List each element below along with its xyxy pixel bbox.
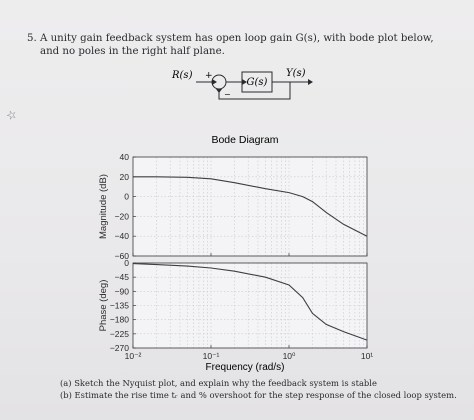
- problem-text: A unity gain feedback system has open lo…: [40, 33, 434, 57]
- problem-number: 5.: [27, 33, 37, 44]
- x-tick-label: 10⁰: [283, 351, 296, 361]
- input-label: R(s): [171, 70, 193, 81]
- feedback-path: [218, 82, 291, 100]
- plus-sign: +: [205, 71, 213, 81]
- bode-diagram: Bode Diagram Frequency (rad/s) 40 20 0 −20 −…: [98, 134, 373, 373]
- phase-y-tick-label: −270: [110, 343, 129, 353]
- magnitude-y-tick-label: −60: [115, 251, 130, 261]
- part-a: (a) Sketch the Nyquist plot, and explain…: [60, 378, 377, 388]
- magnitude-y-tick-label: −40: [115, 231, 130, 241]
- magnitude-series-line: [133, 176, 368, 237]
- phase-y-tick-label: 0: [124, 258, 129, 268]
- output-label: Y(s): [286, 68, 306, 79]
- phase-y-axis-label: Phase (deg): [98, 280, 109, 332]
- phase-panel: 0 −45 −90 −135 −180 −225 −270 Phase (deg): [98, 258, 368, 353]
- x-tick-label: 10¹: [361, 351, 373, 361]
- magnitude-panel: 40 20 0 −20 −40 −60 Magnitude (dB): [98, 152, 368, 261]
- phase-y-tick-label: −45: [115, 272, 130, 282]
- magnitude-y-tick-label: 40: [120, 152, 130, 162]
- x-axis-label: Frequency (rad/s): [206, 362, 285, 373]
- x-tick-label: 10⁻²: [125, 351, 142, 361]
- phase-y-tick-label: −135: [110, 301, 129, 311]
- block-diagram: R(s) + − G(s) Y(s): [171, 68, 313, 100]
- part-b: (b) Estimate the rise time tᵣ and % over…: [60, 390, 457, 400]
- phase-y-tick-label: −225: [110, 329, 129, 339]
- phase-y-tick-label: −90: [115, 286, 130, 296]
- magnitude-y-tick-label: 20: [120, 172, 130, 182]
- question-parts: (a) Sketch the Nyquist plot, and explain…: [60, 377, 460, 401]
- chart-title: Bode Diagram: [211, 134, 278, 146]
- magnitude-y-axis-label: Magnitude (dB): [98, 174, 109, 239]
- minus-sign: −: [224, 90, 231, 99]
- magnitude-frame: [132, 156, 368, 257]
- magnitude-y-tick-label: −20: [115, 211, 130, 221]
- phase-y-tick-label: −180: [110, 315, 129, 325]
- magnitude-y-tick-label: 0: [124, 192, 129, 202]
- block-label: G(s): [247, 77, 268, 88]
- phase-series-line: [132, 263, 368, 341]
- x-tick-label: 10⁻¹: [203, 351, 220, 361]
- magnitude-plot-area: [133, 157, 367, 256]
